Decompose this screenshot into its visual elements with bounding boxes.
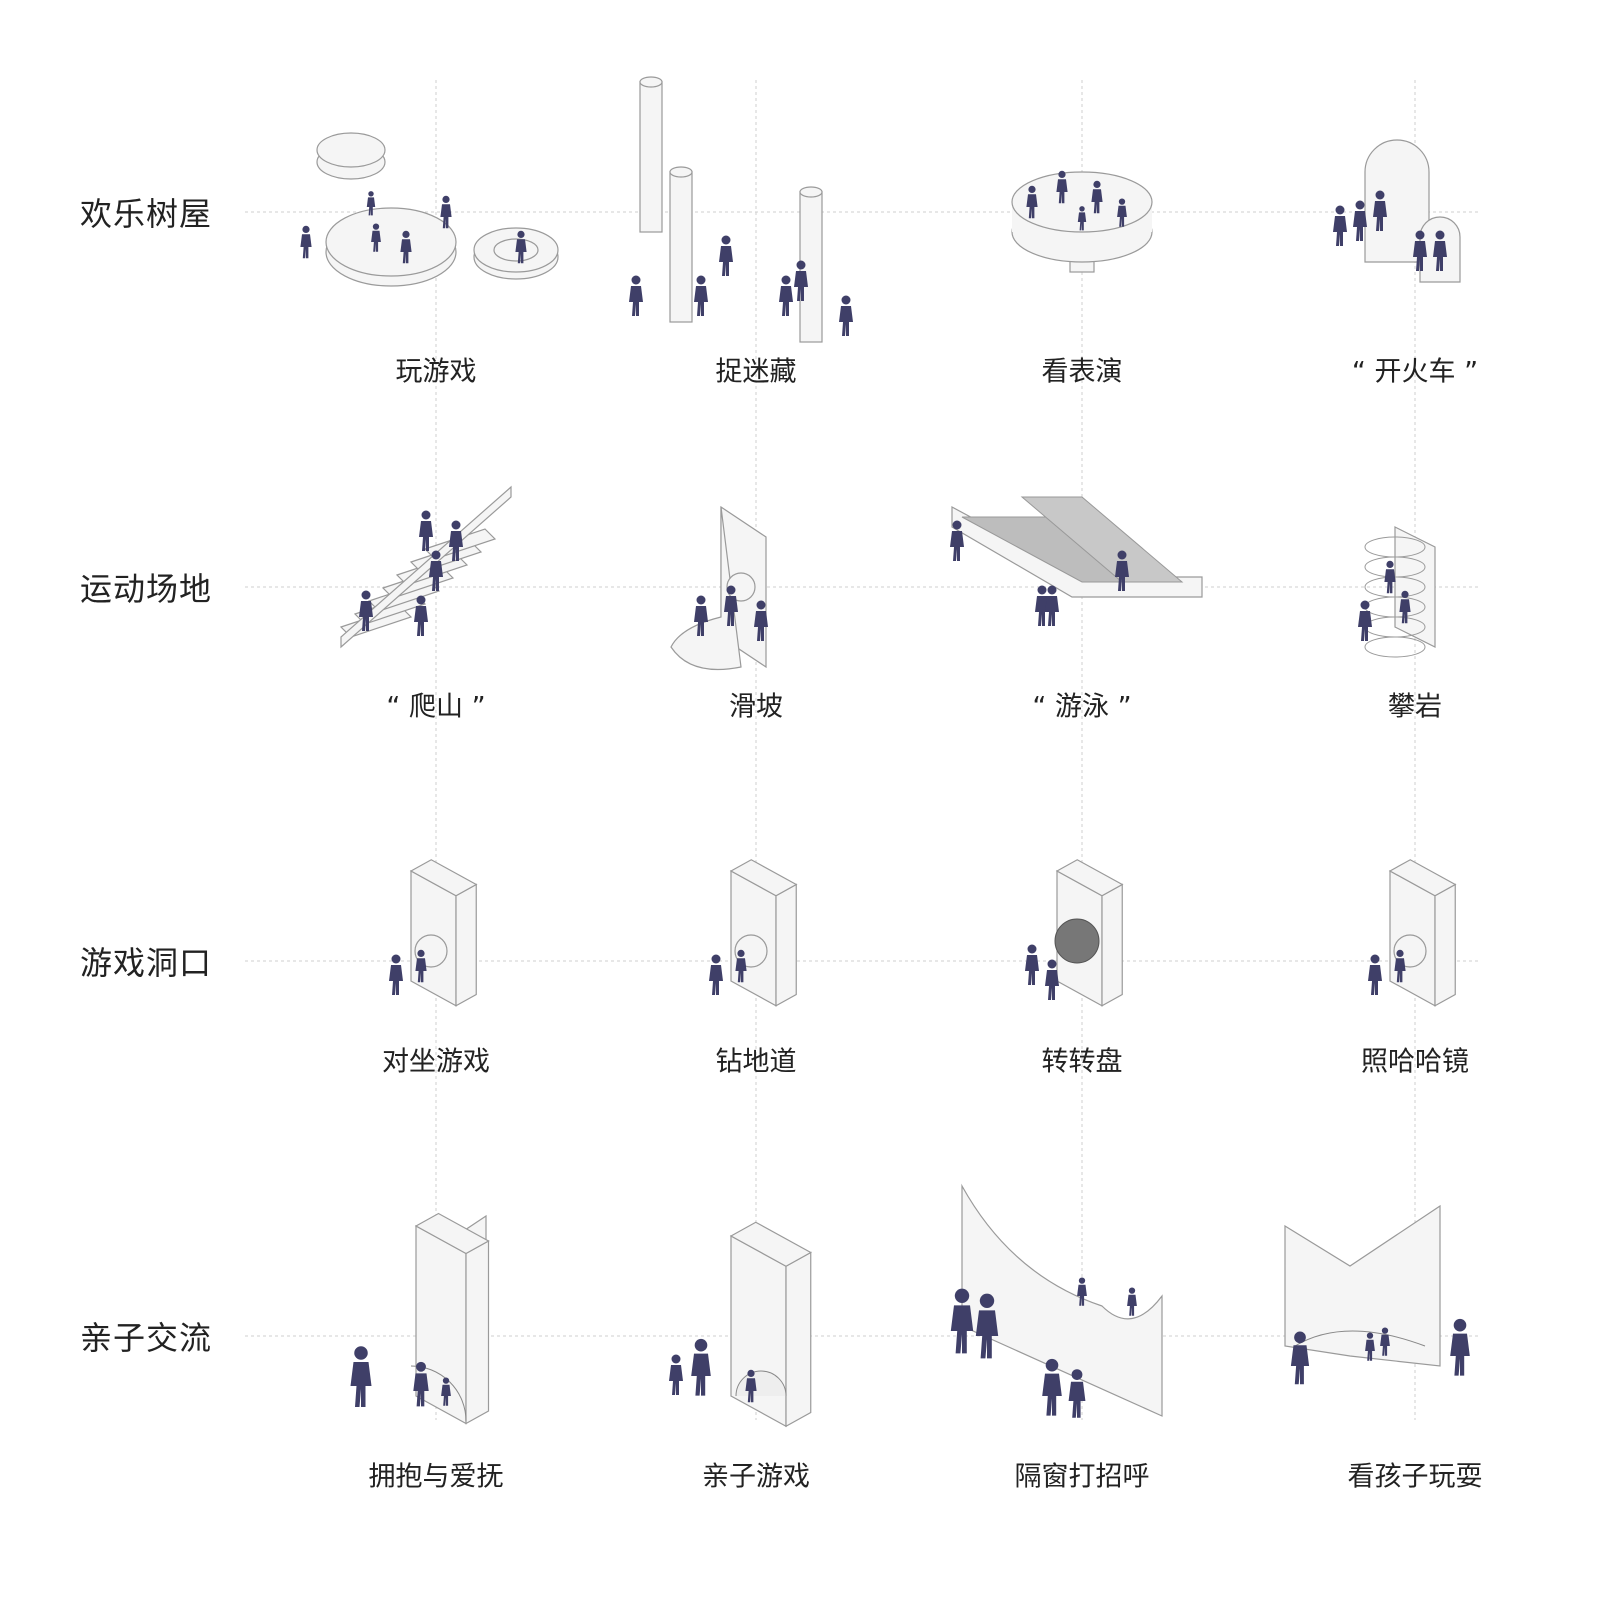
child-figure	[839, 295, 853, 336]
child-figure	[691, 1338, 711, 1396]
activity-label: “ 开火车 ”	[1351, 356, 1479, 388]
row-label: 欢乐树屋	[80, 195, 213, 233]
child-figure	[1368, 954, 1382, 995]
child-figure	[724, 585, 738, 626]
activity-label: 钻地道	[715, 1046, 797, 1078]
activity-illustration	[1358, 526, 1436, 658]
child-figure	[371, 223, 381, 252]
child-figure	[1025, 944, 1039, 985]
child-figure	[745, 1369, 757, 1403]
activity-label: “ 游泳 ”	[1032, 691, 1132, 723]
child-figure	[1333, 205, 1347, 246]
activity-label: 转转盘	[1041, 1046, 1123, 1078]
child-figure	[414, 595, 428, 636]
child-figure	[366, 191, 376, 216]
activity-label: 看表演	[1041, 356, 1123, 388]
child-figure	[719, 235, 733, 276]
activity-label: 照哈哈镜	[1361, 1046, 1469, 1078]
child-figure	[1373, 190, 1387, 231]
child-figure	[419, 510, 433, 551]
child-figure	[1045, 959, 1059, 1000]
child-figure	[1068, 1369, 1086, 1418]
child-figure	[350, 1346, 372, 1407]
child-figure	[754, 600, 768, 641]
child-figure	[629, 275, 643, 316]
activity-illustration	[1011, 170, 1153, 273]
child-figure	[1384, 560, 1396, 594]
child-figure	[1035, 585, 1049, 626]
child-figure	[1042, 1358, 1062, 1416]
child-figure	[415, 949, 427, 983]
child-figure	[779, 275, 793, 316]
activity-illustration	[950, 1183, 1163, 1418]
child-figure	[1026, 185, 1038, 219]
activity-illustration	[1025, 859, 1124, 1007]
child-figure	[950, 1288, 974, 1354]
activity-illustration	[389, 859, 478, 1007]
activity-label: 对坐游戏	[382, 1046, 490, 1078]
child-figure	[1077, 206, 1087, 231]
activity-illustration	[1284, 1204, 1470, 1385]
child-figure	[515, 230, 527, 264]
child-figure	[794, 260, 808, 301]
activity-label: 攀岩	[1388, 691, 1442, 723]
child-figure	[975, 1293, 999, 1359]
row-label: 运动场地	[80, 570, 213, 608]
child-figure	[359, 590, 373, 631]
activity-label: 看孩子玩耍	[1347, 1461, 1483, 1493]
activity-label: 玩游戏	[395, 356, 477, 388]
child-figure	[1127, 1287, 1137, 1316]
child-figure	[1365, 1332, 1375, 1361]
activity-illustration	[339, 485, 512, 649]
child-figure	[1353, 200, 1367, 241]
activity-label: 亲子游戏	[702, 1461, 810, 1493]
activity-illustration	[350, 1212, 490, 1425]
activity-label: 拥抱与爱抚	[368, 1461, 504, 1493]
child-figure	[1115, 550, 1129, 591]
activity-illustration	[670, 505, 768, 670]
child-figure	[449, 520, 463, 561]
child-figure	[1450, 1318, 1470, 1376]
child-figure	[1091, 180, 1103, 214]
activity-label: “ 爬山 ”	[386, 691, 486, 723]
child-figure	[735, 949, 747, 983]
activity-label: 隔窗打招呼	[1014, 1461, 1150, 1493]
row-label: 游戏洞口	[80, 944, 213, 982]
child-figure	[429, 550, 443, 591]
activity-label: 滑坡	[729, 691, 783, 723]
child-figure	[1056, 170, 1068, 204]
activity-label: 捉迷藏	[715, 356, 797, 388]
child-figure	[1433, 230, 1447, 271]
activity-illustration	[709, 859, 798, 1007]
child-figure	[1290, 1331, 1310, 1385]
child-figure	[413, 1361, 429, 1407]
child-figure	[1399, 590, 1411, 624]
child-figure	[1117, 198, 1127, 227]
child-figure	[1077, 1277, 1087, 1306]
child-figure	[300, 225, 312, 259]
child-figure	[1045, 585, 1059, 626]
child-figure	[950, 520, 964, 561]
activity-illustration	[1333, 139, 1461, 283]
activity-illustration	[950, 496, 1203, 626]
child-figure	[1358, 600, 1372, 641]
child-figure	[400, 230, 412, 264]
child-figure	[1413, 230, 1427, 271]
activity-illustration	[1368, 859, 1457, 1007]
child-figure	[440, 195, 452, 229]
child-figure	[389, 954, 403, 995]
child-figure	[441, 1377, 451, 1406]
child-figure	[669, 1354, 683, 1395]
activity-illustration	[669, 1221, 812, 1428]
child-figure	[694, 275, 708, 316]
child-figure	[1380, 1327, 1390, 1356]
row-label: 亲子交流	[80, 1319, 213, 1357]
child-figure	[694, 595, 708, 636]
child-figure	[1394, 949, 1406, 983]
activity-illustration	[300, 132, 559, 287]
child-figure	[709, 954, 723, 995]
activity-illustration	[629, 76, 853, 343]
